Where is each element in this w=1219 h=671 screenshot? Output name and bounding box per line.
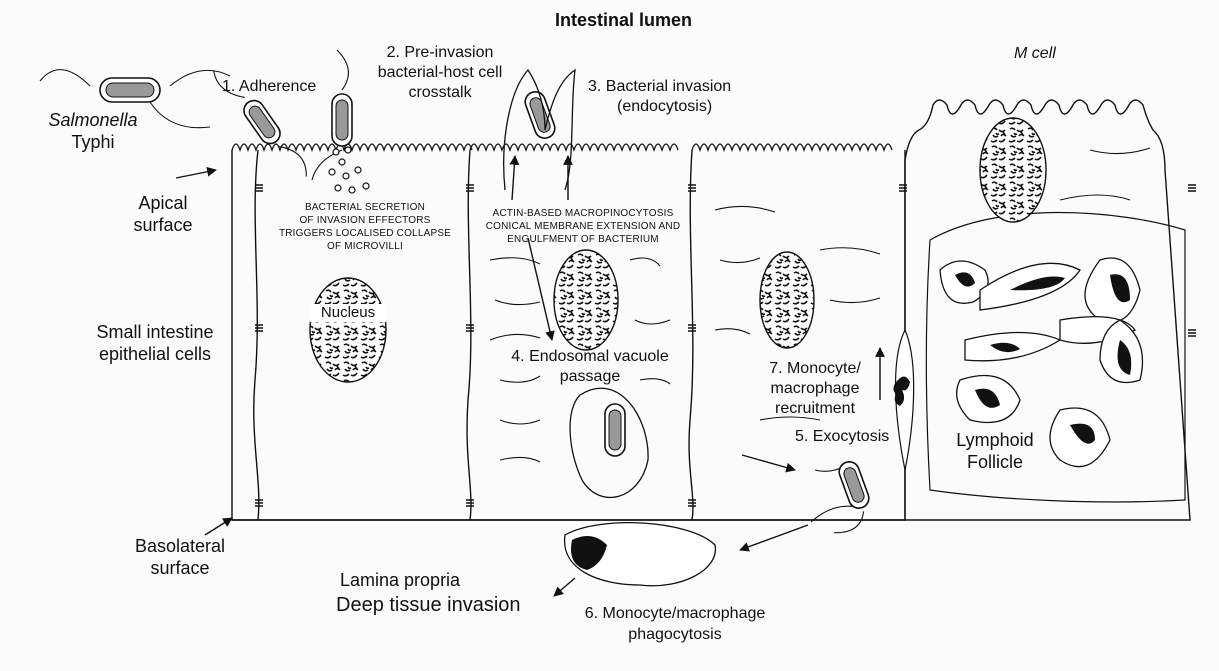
secretion-note-line4: OF MICROVILLI [265,241,465,253]
lymphoid-label-line2: Follicle [940,452,1050,473]
step4-line1: 4. Endosomal vacuole [480,348,700,367]
step1-adherence: 1. Adherence [222,78,316,97]
salmonella-label-line1: Salmonella [38,110,148,131]
epithelial-label-line2: epithelial cells [75,344,235,365]
actin-note-line1: ACTIN-BASED MACROPINOCYTOSIS [478,208,688,220]
step6-line2: phagocytosis [555,626,795,645]
salmonella-label-line2: Typhi [38,132,148,153]
epithelial-label-line1: Small intestine [75,322,235,343]
step6-line1: 6. Monocyte/macrophage [555,605,795,624]
basolateral-label-line2: surface [125,558,235,579]
step7-line2: macrophage [755,380,875,399]
nucleus-cell-2 [554,250,618,350]
secretion-note-line2: OF INVASION EFFECTORS [265,215,465,227]
bacteria [40,50,878,563]
nucleus-cell-3 [760,252,814,348]
nucleus-label: Nucleus [310,304,386,322]
step4-line2: passage [480,368,700,387]
step2-line1: 2. Pre-invasion [340,44,540,63]
microvilli-cell-3 [692,144,892,150]
actin-note-line2: CONICAL MEMBRANE EXTENSION AND [478,221,688,233]
basolateral-label-line1: Basolateral [125,536,235,557]
step2-line3: crosstalk [340,84,540,103]
step5-exocytosis: 5. Exocytosis [795,428,889,447]
actin-note-line3: ENGULFMENT OF BACTERIUM [478,234,688,246]
microvilli-cell-2 [470,144,678,150]
step3-line1: 3. Bacterial invasion [588,78,731,97]
microvilli-cell-1 [232,144,472,150]
diagram-title: Intestinal lumen [555,10,692,31]
apical-label-line1: Apical [118,193,208,214]
step7-line1: 7. Monocyte/ [755,360,875,379]
step7-line3: recruitment [755,400,875,419]
m-cell-label: M cell [1014,45,1056,64]
nucleus-cell-1 [310,278,386,382]
step3-line2: (endocytosis) [617,98,712,117]
apical-label-line2: surface [118,215,208,236]
step2-line2: bacterial-host cell [340,64,540,83]
lymphoid-label-line1: Lymphoid [940,430,1050,451]
secretion-note-line3: TRIGGERS LOCALISED COLLAPSE [265,228,465,240]
effector-secretion-dots [329,147,369,193]
secretion-note-line1: BACTERIAL SECRETION [265,202,465,214]
deep-tissue-label: Deep tissue invasion [336,594,521,618]
nucleus-m-cell [980,118,1046,222]
lamina-propria-label: Lamina propria [340,570,460,591]
